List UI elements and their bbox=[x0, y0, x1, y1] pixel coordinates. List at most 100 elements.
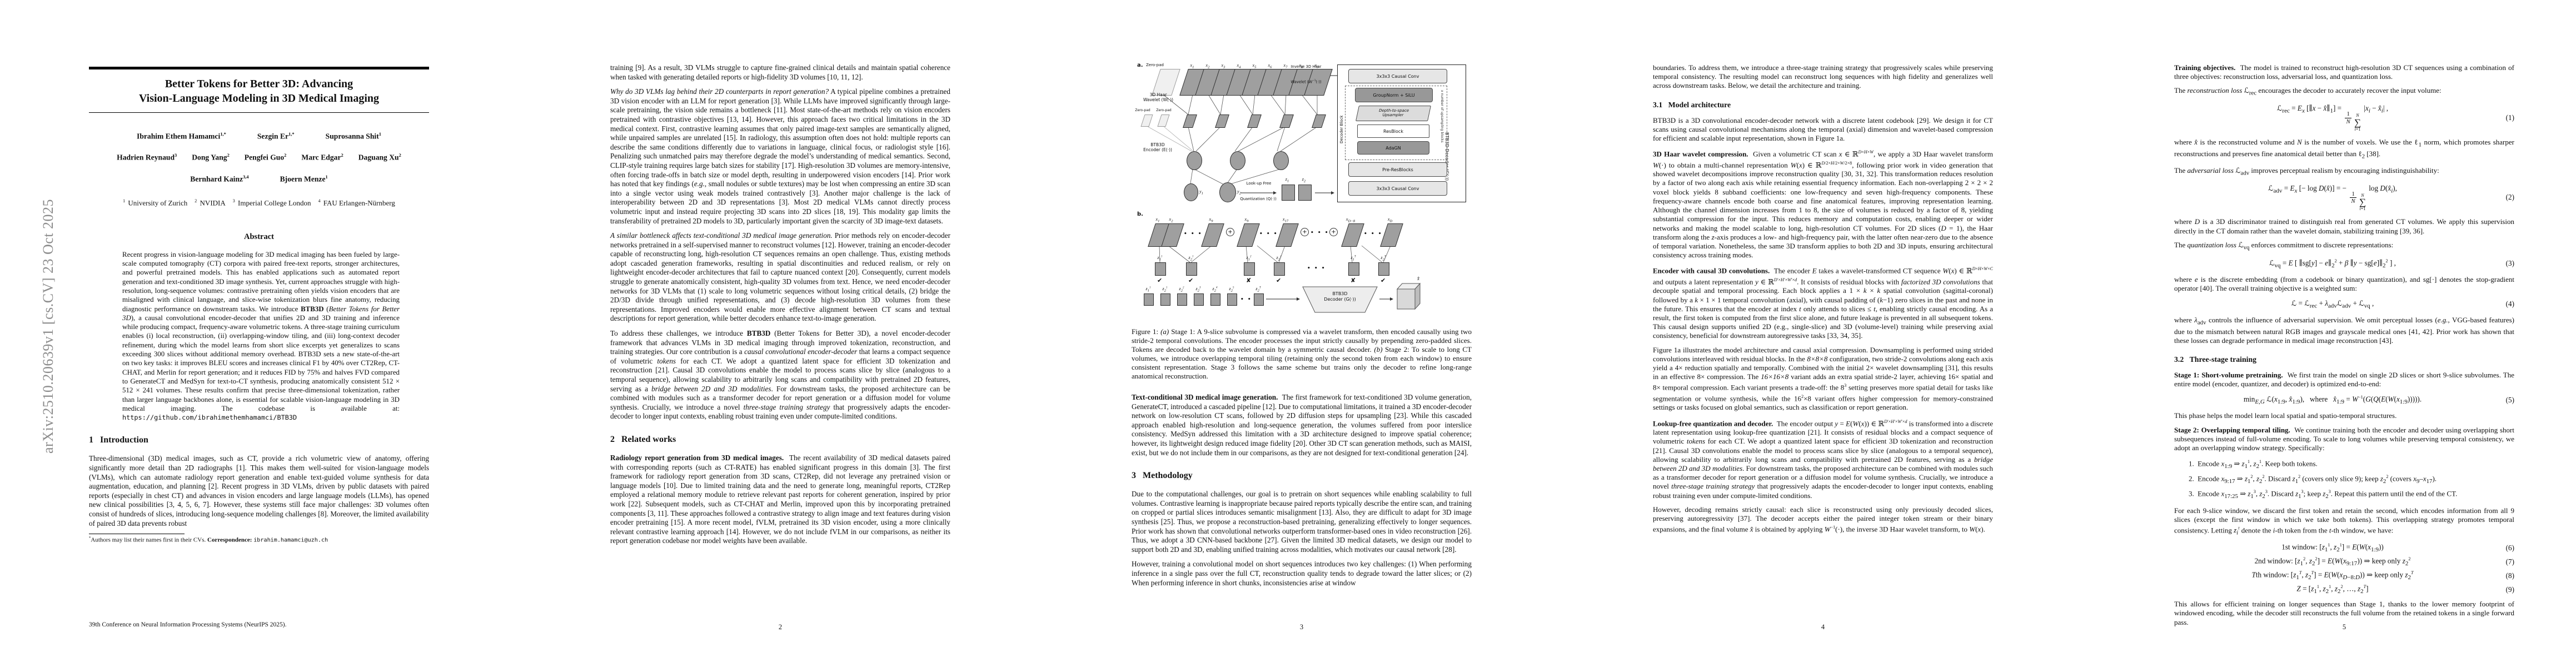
check-icon: ✔ bbox=[1381, 277, 1386, 284]
check-icon: ✔ bbox=[1276, 277, 1282, 284]
paragraph: training [9]. As a result, 3D VLMs strug… bbox=[610, 63, 950, 81]
cross-icon: ✘ bbox=[1246, 277, 1252, 284]
groupnorm-silu-block: GroupNorm + SiLU bbox=[1355, 88, 1433, 102]
z1-label: z1 bbox=[1285, 177, 1289, 183]
resblock: ResBlock bbox=[1357, 125, 1429, 138]
slice-label: x7 bbox=[1283, 63, 1288, 69]
equation-9: Z = [z11, z21, z22, …, z2T](9) bbox=[2296, 584, 2514, 595]
token-square bbox=[1210, 293, 1220, 306]
slice-label: xD bbox=[1387, 217, 1393, 223]
paragraph: Stage 2: Overlapping temporal tiling. We… bbox=[2174, 425, 2514, 452]
paragraph: Training objectives. The model is traine… bbox=[2174, 63, 2514, 81]
author-row-1: Ibrahim Ethem Hamamci1,*Sezgin Er1,*Supr… bbox=[137, 131, 381, 141]
paragraph: To address these challenges, we introduc… bbox=[610, 329, 950, 421]
paragraph: The quantization loss ℒvq enforces commi… bbox=[2174, 240, 2394, 251]
equation-3: ℒvq = E [ ∥sg[y] − e∥22 + β ∥y − sg[e]∥2… bbox=[2269, 258, 2514, 269]
equation-7: 2nd window: [z12, z22] = E(W(x9:17)) ⇒ k… bbox=[2254, 556, 2514, 568]
paragraph: Radiology report generation from 3D medi… bbox=[610, 453, 950, 545]
page-3: a. Zero-pad x1 x2 x3 x4 x5 x6 x7 x8 x9 3… bbox=[1048, 16, 1554, 650]
equation-4: ℒ = ℒrec + λadvℒadv + ℒvq ,(4) bbox=[2291, 299, 2514, 310]
page-1: arXiv:2510.20639v1 [cs.CV] 23 Oct 2025 B… bbox=[6, 16, 511, 650]
figure-connector-lines bbox=[1145, 74, 1421, 313]
intro-paragraph: Three-dimensional (3D) medical images, s… bbox=[89, 454, 429, 527]
token-label: z1T bbox=[1351, 255, 1356, 262]
token-label: z21 bbox=[1188, 255, 1194, 262]
abstract-text: Recent progress in vision-language model… bbox=[122, 250, 400, 422]
title-underline bbox=[89, 112, 429, 113]
plus-icon: + bbox=[1226, 228, 1234, 236]
list-item: 3. Encode x17:25 ⇒ z13, z23. Discard z13… bbox=[2189, 489, 2458, 500]
equation-8: Tth window: [z1T, z2T] = E(W(xD−8:D)) ⇒ … bbox=[2251, 570, 2514, 581]
zero-pad-label: Zero-pad bbox=[1135, 108, 1150, 112]
token-square bbox=[1144, 293, 1154, 306]
ellipsis-dots: • • • bbox=[1311, 230, 1329, 236]
paragraph: Due to the computational challenges, our… bbox=[1132, 490, 1472, 554]
upsampling-repeat-note: x number of upsampling blocks bbox=[1440, 90, 1444, 143]
inverse-haar-label-line1: Inverse 3D Haar bbox=[1291, 64, 1322, 69]
paragraph: Stage 1: Short-volume pretraining. We fi… bbox=[2174, 370, 2514, 389]
slice-label: x3 bbox=[1221, 63, 1225, 69]
ellipsis-dots: • • • bbox=[1240, 297, 1259, 302]
token-square bbox=[1254, 293, 1264, 306]
zero-pad-label: Zero-pad bbox=[1146, 63, 1164, 67]
ellipsis-dots: • • • bbox=[1307, 266, 1326, 271]
page-4: boundaries. To address them, we introduc… bbox=[1569, 16, 2075, 650]
latent-y2-node bbox=[1219, 182, 1236, 202]
token-label: z2T bbox=[1381, 255, 1386, 262]
slice-label: x8 bbox=[1299, 63, 1303, 69]
figure-caption: Figure 1: (a) Stage 1: A 9-slice subvolu… bbox=[1132, 327, 1472, 380]
slice-label: x1 bbox=[1155, 217, 1160, 223]
y1-label: y1 bbox=[1199, 189, 1203, 196]
check-icon: ✔ bbox=[1157, 277, 1163, 284]
paragraph: The adversarial loss ℒadv improves perce… bbox=[2174, 166, 2439, 177]
paragraph: Text-conditional 3D medical image genera… bbox=[1132, 393, 1472, 457]
xhat-label: x̂ bbox=[1417, 276, 1419, 281]
page-number: 2 bbox=[778, 623, 783, 631]
list-item: 1. Encode x1:9 ⇒ z11, z21. Keep both tok… bbox=[2189, 459, 2318, 470]
paragraph: where e is the discrete embedding (from … bbox=[2174, 275, 2514, 292]
paragraph: For each 9-slice window, we discard the … bbox=[2174, 506, 2514, 536]
page-2: training [9]. As a result, 3D VLMs strug… bbox=[527, 16, 1033, 650]
paragraph: boundaries. To address them, we introduc… bbox=[1653, 63, 1993, 90]
paragraph: This allows for efficient training on lo… bbox=[2174, 600, 2514, 626]
panel-b-label: b. bbox=[1137, 211, 1143, 217]
abstract-heading: Abstract bbox=[244, 232, 274, 241]
token-label: z22 bbox=[1179, 286, 1184, 293]
page-5: Training objectives. The model is traine… bbox=[2091, 16, 2576, 650]
ellipsis-dots: • • • bbox=[1259, 231, 1278, 237]
title-line-1: Better Tokens for Better 3D: Advancing bbox=[165, 77, 353, 90]
conference-footer: 39th Conference on Neural Information Pr… bbox=[89, 621, 287, 628]
lfq-label-line1: Look-up Free bbox=[1246, 181, 1272, 186]
slice-label: x2 bbox=[1205, 63, 1210, 69]
token-square bbox=[1274, 262, 1285, 276]
paragraph: This phase helps the model learn local s… bbox=[2174, 411, 2397, 420]
slice-label: x9 bbox=[1209, 217, 1213, 223]
causal-conv-top: 3x3x3 Causal Conv bbox=[1348, 69, 1447, 83]
token-label: z2T bbox=[1255, 286, 1261, 293]
slice-label: x6 bbox=[1268, 63, 1272, 69]
paragraph: Encoder with causal 3D convolutions. The… bbox=[1653, 266, 1994, 340]
paragraph: Lookup-free quantization and decoder. Th… bbox=[1653, 419, 1993, 500]
plus-icon: + bbox=[1329, 228, 1338, 236]
ellipsis-dots: • • • bbox=[1364, 231, 1383, 237]
latent-y1-node bbox=[1184, 183, 1198, 201]
panel-a-label: a. bbox=[1137, 62, 1143, 68]
cross-icon: ✘ bbox=[1351, 277, 1356, 284]
figure-1-architecture: a. Zero-pad x1 x2 x3 x4 x5 x6 x7 x8 x9 3… bbox=[1135, 61, 1467, 318]
page-number: 5 bbox=[2342, 623, 2346, 631]
token-square bbox=[1244, 262, 1255, 276]
token-square bbox=[1298, 185, 1312, 201]
causal-conv-bottom: 3x3x3 Causal Conv bbox=[1348, 181, 1447, 196]
slice-label: xD−8 bbox=[1346, 217, 1356, 223]
paragraph: 3D Haar wavelet compression. Given a vol… bbox=[1653, 150, 1993, 260]
slice-label: x4 bbox=[1237, 63, 1241, 69]
paragraph: Why do 3D VLMs lag behind their 2D count… bbox=[610, 87, 950, 225]
ellipsis-dots: • • • bbox=[1184, 231, 1203, 237]
token-square bbox=[1177, 293, 1187, 306]
token-label: z22 bbox=[1276, 255, 1282, 262]
